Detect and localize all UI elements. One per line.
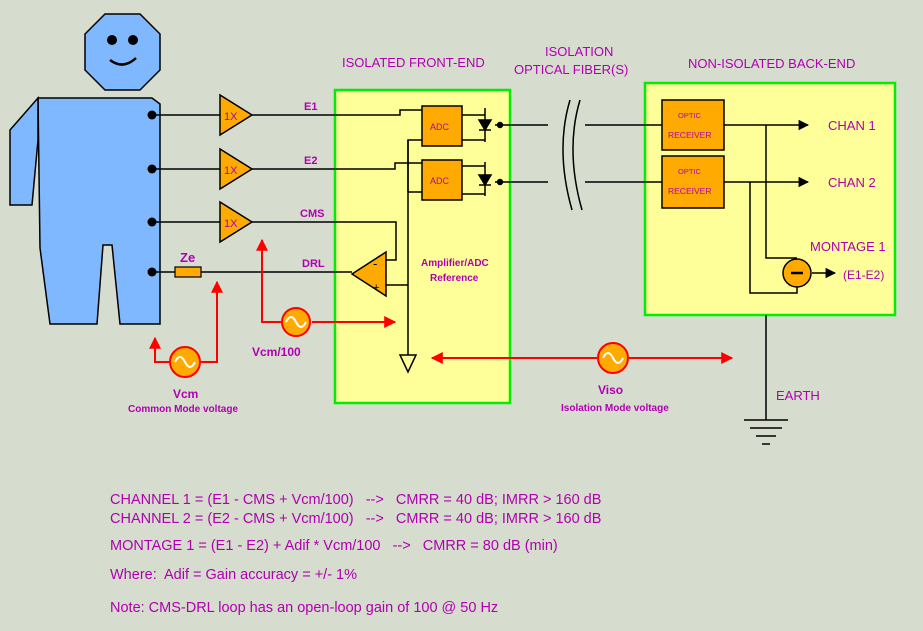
label-viso-sub: Isolation Mode voltage: [561, 403, 669, 414]
equation-note: Note: CMS-DRL loop has an open-loop gain…: [110, 600, 498, 616]
equation-where: Where: Adif = Gain accuracy = +/- 1%: [110, 567, 357, 583]
equation-channel-2: CHANNEL 2 = (E2 - CMS + Vcm/100) --> CMR…: [110, 511, 601, 527]
label-cms: CMS: [300, 208, 324, 220]
viso-source: [597, 342, 629, 374]
buffer-amp-e1: 1X: [219, 93, 254, 137]
svg-text:1X: 1X: [224, 165, 238, 177]
label-drl: DRL: [302, 258, 325, 270]
human-body-figure: [9, 13, 161, 325]
optic-receiver-1: OPTIC RECEIVER: [661, 99, 725, 151]
svg-text:+: +: [373, 282, 379, 294]
montage-subtractor: [782, 258, 812, 288]
header-optical-fiber: OPTICAL FIBER(S): [514, 62, 628, 77]
optical-fibers: [495, 99, 662, 211]
label-montage: MONTAGE 1: [810, 239, 886, 254]
label-chan1: CHAN 1: [828, 118, 876, 133]
label-vcm: Vcm: [173, 387, 198, 401]
front-end-label-1: Amplifier/ADC: [421, 258, 489, 269]
svg-text:RECEIVER: RECEIVER: [668, 130, 711, 140]
svg-text:1X: 1X: [224, 218, 238, 230]
label-e2: E2: [304, 155, 317, 167]
vcm100-source: [281, 307, 311, 337]
buffer-amp-e2: 1X: [219, 147, 254, 191]
adc-channel-2: ADC: [421, 159, 463, 201]
optical-transmitters: [462, 108, 493, 196]
drl-amplifier: - +: [350, 250, 387, 298]
label-chan2: CHAN 2: [828, 175, 876, 190]
svg-text:OPTIC: OPTIC: [678, 111, 702, 120]
header-back-end: NON-ISOLATED BACK-END: [688, 56, 855, 71]
svg-text:ADC: ADC: [430, 122, 450, 132]
input-wires: [152, 109, 422, 355]
label-viso: Viso: [598, 383, 623, 397]
front-end-label-2: Reference: [430, 273, 479, 284]
source-wires: [149, 238, 734, 364]
equation-montage-1: MONTAGE 1 = (E1 - E2) + Adif * Vcm/100 -…: [110, 538, 558, 554]
isolated-ground-symbol: [398, 354, 418, 374]
svg-text:ADC: ADC: [430, 176, 450, 186]
output-wires: [724, 119, 837, 445]
header-front-end: ISOLATED FRONT-END: [342, 55, 485, 70]
label-vcm100: Vcm/100: [252, 345, 301, 359]
ze-label: Ze: [180, 250, 195, 265]
svg-text:OPTIC: OPTIC: [678, 167, 702, 176]
svg-text:1X: 1X: [224, 111, 238, 123]
svg-text:-: -: [373, 256, 377, 271]
adc-channel-1: ADC: [421, 105, 463, 147]
ze-resistor: [174, 266, 202, 278]
label-montage-sub: (E1-E2): [843, 268, 884, 282]
optic-receiver-2: OPTIC RECEIVER: [661, 155, 725, 209]
label-vcm-sub: Common Mode voltage: [128, 404, 238, 415]
header-isolation: ISOLATION: [545, 44, 613, 59]
svg-text:RECEIVER: RECEIVER: [668, 186, 711, 196]
equation-channel-1: CHANNEL 1 = (E1 - CMS + Vcm/100) --> CMR…: [110, 492, 601, 508]
vcm-source: [169, 346, 201, 378]
label-earth: EARTH: [776, 388, 820, 403]
label-e1: E1: [304, 101, 317, 113]
buffer-amp-cms: 1X: [219, 200, 254, 244]
